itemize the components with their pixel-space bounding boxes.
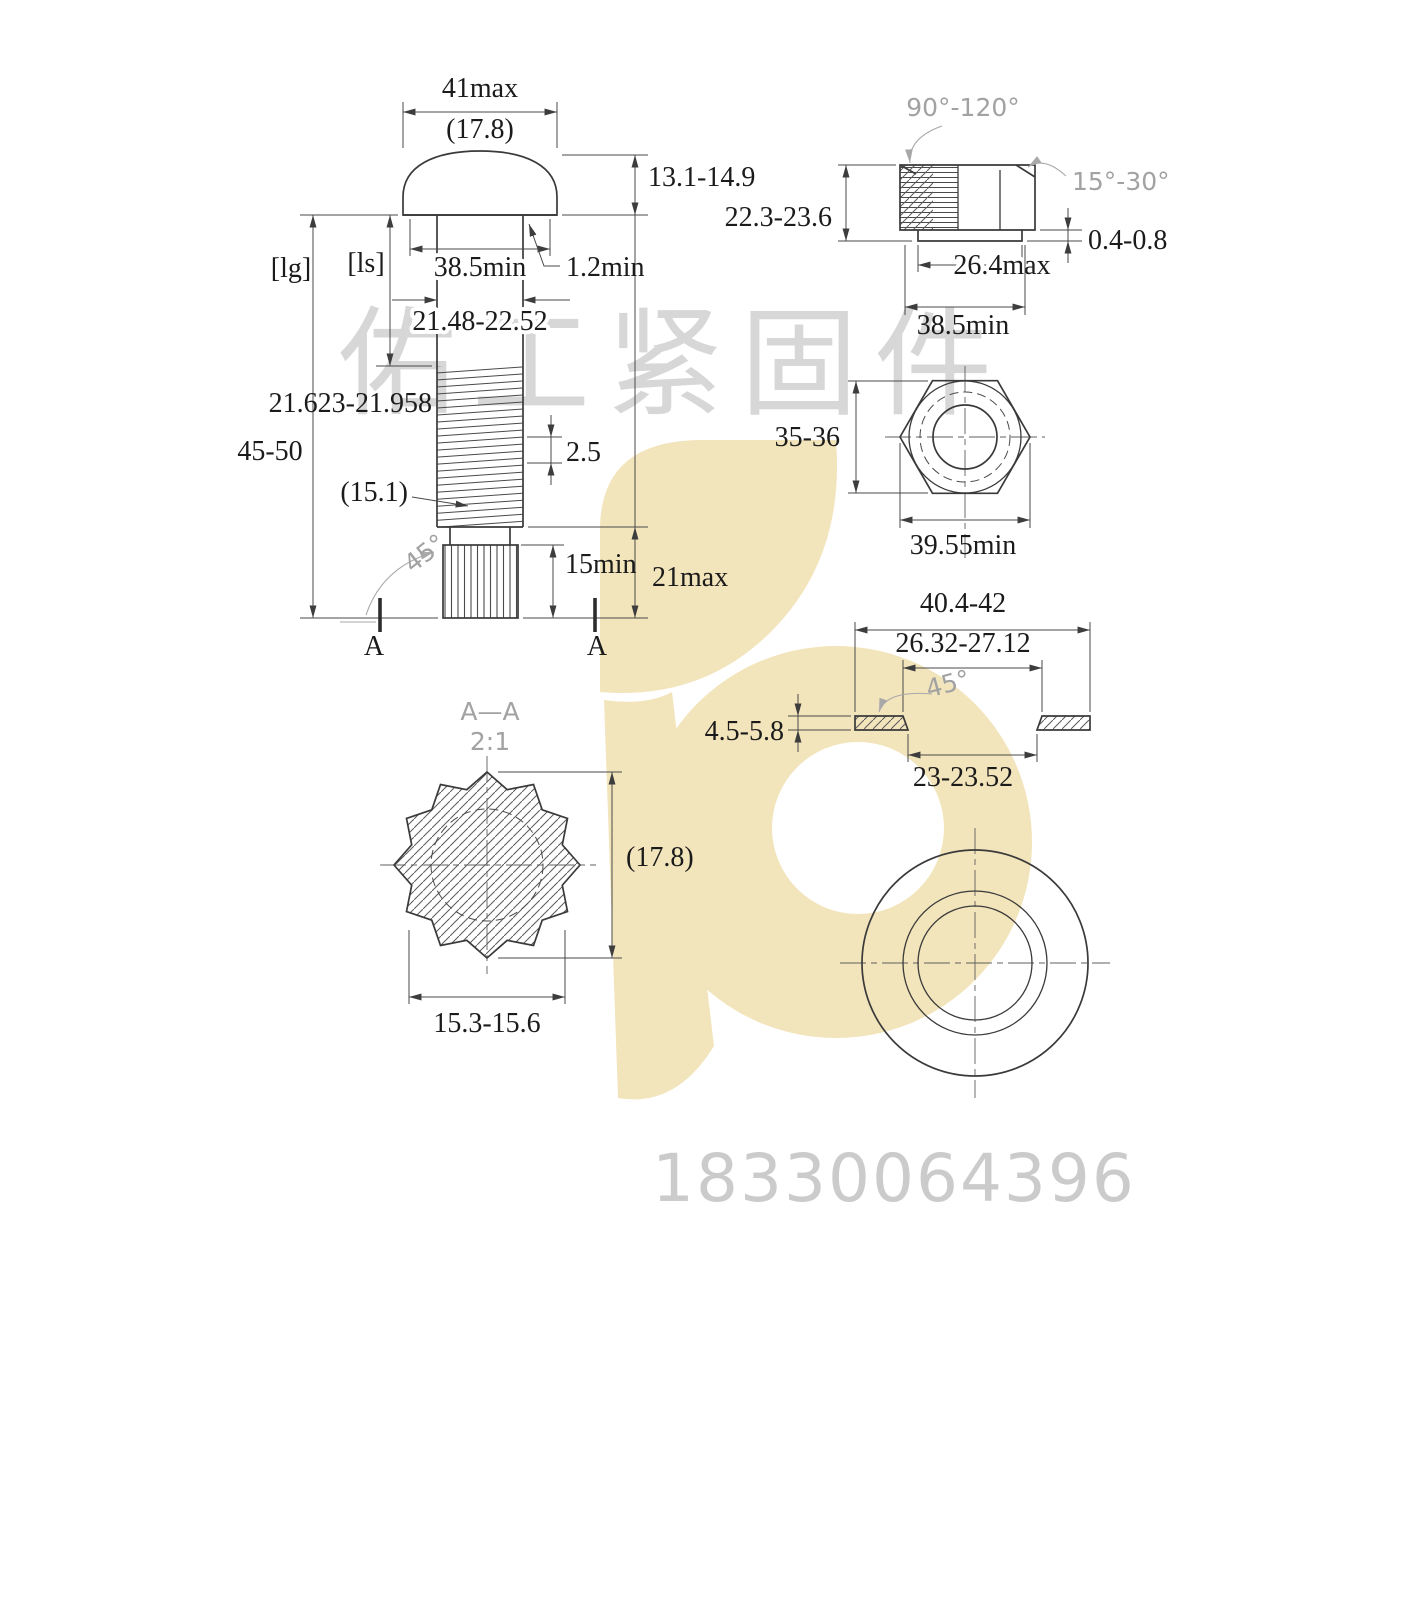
bolt-side-view — [402, 150, 558, 619]
phone-watermark: 18330064396 — [652, 1140, 1136, 1217]
dim-bolt-thread-length: 21max — [652, 562, 728, 593]
dim-bolt-fillet: 1.2min — [566, 252, 645, 283]
dim-washer-chamfer-dia: 26.32-27.12 — [895, 628, 1030, 659]
dim-nut-height: 22.3-23.6 — [725, 202, 832, 233]
washer-section-view: 40.4-42 26.32-27.12 45° 4.5-5.8 23-23.52 — [705, 588, 1091, 793]
washer-top-view — [840, 828, 1110, 1098]
section-title: A—A — [460, 697, 519, 726]
dim-bolt-length: 45-50 — [237, 436, 302, 467]
logo-blob — [600, 440, 838, 693]
dim-bolt-head-ref: (17.8) — [446, 114, 514, 145]
dim-washer-thickness: 4.5-5.8 — [705, 716, 784, 747]
dim-bolt-root-ref: (15.1) — [340, 477, 408, 508]
dim-nut-corner-chamfer: 15°-30° — [1072, 167, 1170, 196]
dim-nut-bearing-dia: 38.5min — [917, 310, 1010, 341]
dim-section-outer-ref: (17.8) — [626, 842, 694, 873]
dim-bolt-spline-length: 15min — [565, 549, 637, 580]
dim-nut-washer-face-dia: 26.4max — [953, 250, 1050, 281]
dim-washer-outer-dia: 40.4-42 — [920, 588, 1006, 619]
label-shank: [ls] — [347, 248, 384, 279]
dim-bolt-head-height: 13.1-14.9 — [648, 162, 755, 193]
dim-nut-countersink-angle: 90°-120° — [906, 93, 1020, 122]
dim-nut-washer-face-height: 0.4-0.8 — [1088, 225, 1167, 256]
dim-washer-hole-dia: 23-23.52 — [913, 762, 1013, 793]
dim-bolt-pitch: 2.5 — [566, 437, 601, 468]
logo-ring-hole — [772, 742, 944, 914]
dim-nut-across-corners: 39.55min — [910, 530, 1017, 561]
dim-bolt-body-dia: 21.48-22.52 — [412, 306, 547, 337]
dim-section-spline-dia: 15.3-15.6 — [433, 1008, 540, 1039]
section-scale: 2:1 — [470, 727, 510, 756]
nut-side-view: 90°-120° 15°-30° 22.3-23.6 0.4-0.8 26.4m… — [725, 93, 1170, 341]
section-mark-a-left: A — [364, 631, 385, 662]
label-grip: [lg] — [271, 253, 311, 284]
dim-washer-chamfer-angle: 45° — [923, 664, 973, 703]
dim-bolt-bearing-dia: 38.5min — [434, 252, 527, 283]
dim-bolt-thread-dia: 21.623-21.958 — [269, 388, 432, 419]
nut-top-view: 35-36 39.55min — [775, 366, 1045, 561]
section-mark-a-right: A — [587, 631, 608, 662]
section-aa-view: A—A 2:1 (17.8) 15.3-15.6 — [380, 697, 694, 1039]
logo-stem — [604, 692, 714, 1100]
dim-bolt-head-width: 41max — [442, 73, 518, 104]
dim-nut-across-flats: 35-36 — [775, 422, 840, 453]
